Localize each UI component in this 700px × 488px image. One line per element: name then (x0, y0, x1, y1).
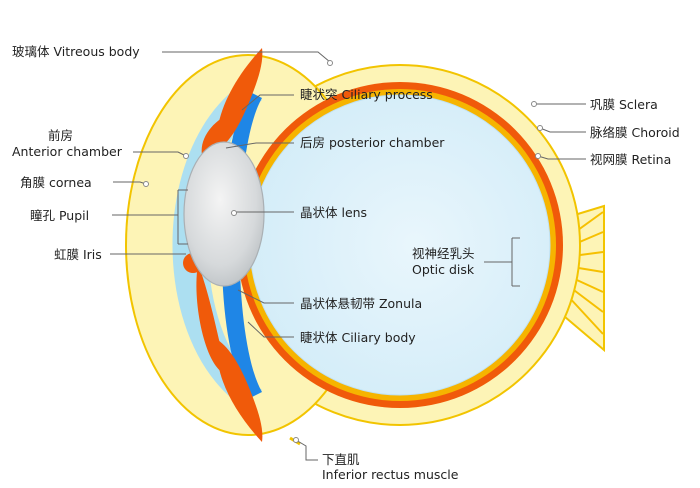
sclera-label: 巩膜 Sclera (590, 97, 658, 112)
lens-label: 晶状体 lens (300, 205, 368, 220)
ciliary-body-top (216, 48, 263, 150)
iris-bottom (196, 264, 226, 372)
vitreous-label: 玻璃体 Vitreous body (12, 44, 140, 59)
posterior-chamber-label: 后房 posterior chamber (300, 135, 445, 150)
ciliary-process-label: 睫状突 Ciliary process (300, 87, 433, 102)
inferior-rectus-label-en: Inferior rectus muscle (322, 467, 459, 482)
optic-disk-label-cn: 视神经乳头 (412, 246, 475, 261)
optic-disk-label-en: Optic disk (412, 262, 475, 277)
leader-lines (110, 51, 586, 461)
ciliary-body-bottom (216, 340, 263, 442)
lens (183, 141, 265, 287)
leader-dots (143, 60, 543, 443)
pupil-label: 瞳孔 Pupil (30, 208, 90, 223)
anterior-chamber-label-en: Anterior chamber (12, 144, 122, 159)
iris-label: 虹膜 Iris (54, 247, 102, 262)
zonula-label: 晶状体悬韧带 Zonula (300, 296, 423, 311)
anterior-chamber-label-cn: 前房 (48, 128, 74, 143)
retina-label: 视网膜 Retina (590, 152, 672, 167)
inferior-rectus-label-cn: 下直肌 (322, 452, 360, 467)
choroid-label: 脉络膜 Choroid (590, 125, 680, 140)
cornea-label: 角膜 cornea (20, 175, 92, 190)
ciliary-body-label: 睫状体 Ciliary body (300, 330, 416, 345)
